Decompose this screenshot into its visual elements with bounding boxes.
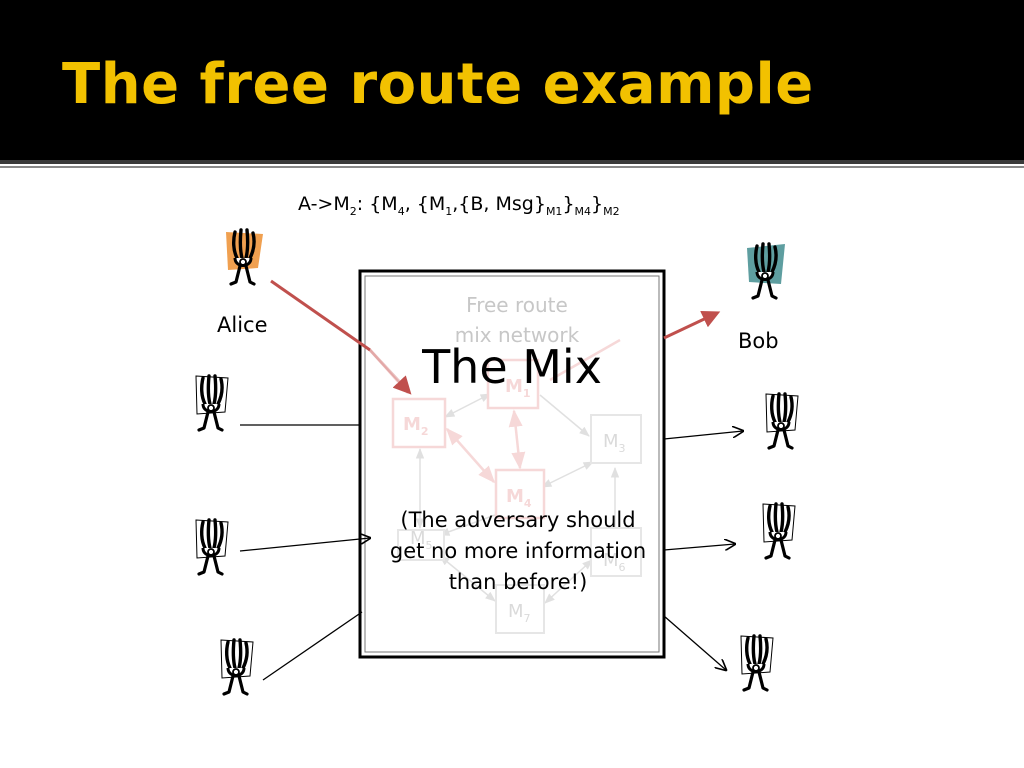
header-rule xyxy=(0,160,1024,164)
sender-figure-icon xyxy=(195,374,229,432)
sender-arrow-3 xyxy=(262,611,363,681)
bob-route-arrow xyxy=(663,311,721,340)
mix-node-m4: M4 xyxy=(494,468,546,520)
mix-node-m7: M7 xyxy=(495,584,545,634)
onion-formula: A->M2: {M4, {M1,{B, Msg}M1}M4}M2 xyxy=(298,193,620,218)
mix-node-m2: M2 xyxy=(391,397,447,449)
sender-figure-icon xyxy=(220,638,254,696)
receiver-figure-icon xyxy=(740,634,774,692)
alice-route-arrow-tip xyxy=(368,348,412,395)
receiver-arrow-2 xyxy=(663,544,735,550)
bob-figure-icon xyxy=(747,242,785,300)
svg-text:M2: M2 xyxy=(403,414,429,438)
alice-route-arrow xyxy=(270,279,371,352)
alice-figure-icon xyxy=(226,228,263,286)
network-label: Free route mix network xyxy=(454,293,580,347)
receiver-arrow-1 xyxy=(663,431,743,440)
alice-label: Alice xyxy=(217,313,268,337)
receiver-figure-icon xyxy=(765,392,799,450)
sender-figure-icon xyxy=(195,518,229,576)
sender-arrow-2 xyxy=(239,538,370,552)
mix-node-m1: M1 xyxy=(486,358,540,410)
slide-header: The free route example xyxy=(0,0,1024,160)
mix-heading: The Mix xyxy=(422,340,602,394)
receiver-figure-icon xyxy=(762,502,796,560)
receiver-arrow-3 xyxy=(663,615,726,670)
header-rule-thin xyxy=(0,166,1024,168)
mix-box xyxy=(358,269,666,659)
slide-title: The free route example xyxy=(62,52,814,117)
mix-network: M1 M2 M3 M4 M5 M6 M7 xyxy=(369,338,642,634)
mix-node-m5: M5 xyxy=(397,528,445,561)
mix-node-m3: M3 xyxy=(590,414,642,464)
bob-label: Bob xyxy=(738,329,779,353)
adversary-note: (The adversary should get no more inform… xyxy=(389,508,647,594)
mix-node-m6: M6 xyxy=(590,527,642,577)
